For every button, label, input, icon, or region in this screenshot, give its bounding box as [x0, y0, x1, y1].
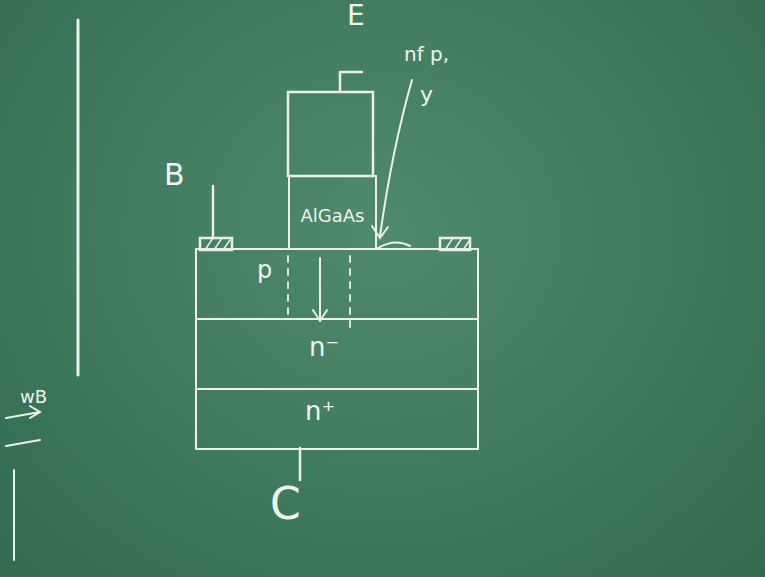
emitter-box: AlGaAs — [288, 175, 377, 250]
note-label: y — [420, 84, 433, 106]
pointer-arrow — [372, 80, 412, 238]
flow-arrow — [313, 258, 327, 321]
layer-label: n⁺ — [305, 396, 473, 426]
note-label: nf p, — [404, 44, 449, 64]
terminal-label: C — [270, 482, 301, 526]
terminal-label: E — [347, 2, 365, 30]
base-layer: p — [195, 248, 479, 320]
terminal-label: B — [164, 160, 185, 190]
layer-label: AlGaAs — [294, 205, 371, 226]
board-line — [77, 20, 80, 375]
collector-layer: n⁻ — [195, 318, 479, 390]
width-label: wB — [20, 388, 47, 406]
emitter-lead — [340, 72, 362, 92]
layer-label: p — [257, 256, 473, 284]
base-lead — [212, 186, 215, 238]
collector-lead — [299, 448, 302, 480]
emitter-cap — [288, 92, 373, 176]
dashed-line — [287, 256, 289, 318]
subcollector-layer: n⁺ — [195, 388, 479, 450]
width-arrow — [6, 440, 40, 446]
width-arrow — [6, 406, 40, 418]
layer-label: n⁻ — [309, 332, 473, 362]
board-line — [13, 470, 15, 560]
